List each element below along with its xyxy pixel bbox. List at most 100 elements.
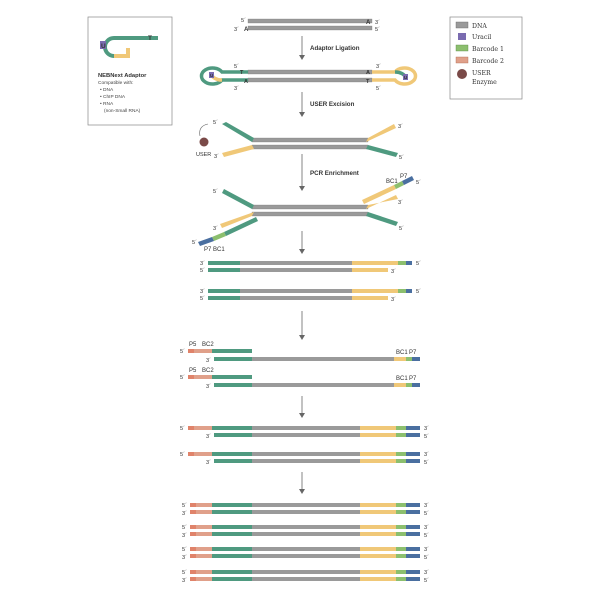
final-duplex — [190, 525, 420, 536]
end-label: 5´ — [180, 349, 185, 355]
end-label: 5´ — [182, 547, 187, 553]
end-label: 5´ — [180, 426, 185, 432]
end-label: 3´ — [213, 226, 218, 232]
bc1-label: BC1 — [396, 376, 408, 382]
legend-swatch-dna — [455, 21, 469, 29]
end-label: 3´ — [424, 426, 429, 432]
end-label: 3´ — [182, 533, 187, 539]
p5-label: P5 — [189, 342, 197, 348]
end-label: 5´ — [180, 375, 185, 381]
u-base: U — [210, 73, 213, 78]
t-base: T — [240, 70, 244, 76]
uracil-letter: U — [101, 43, 106, 50]
end-label: 3´ — [214, 154, 219, 160]
pcr-products-round-1: 3´ 5´ 5´ 3´ 3´ 5´ 5´ 3´ — [200, 261, 421, 303]
duplex — [208, 289, 412, 300]
pcr-products-round-2: 5´ 3´ 3´ 5´ 5´ 3´ 3´ 5´ — [180, 426, 429, 466]
bc2-label: BC2 — [202, 342, 214, 348]
final-library: 5´ 3´ 3´ 5´ 5´ 3´ 3´ 5´ 5´ 3´ — [182, 503, 429, 584]
uracil-icon — [100, 41, 106, 49]
end-label: 5´ — [424, 533, 429, 539]
primer-left — [198, 217, 258, 246]
inset-item-rna: • RNA — [100, 101, 114, 107]
inset-border — [87, 16, 173, 126]
end-label: 5´ — [424, 555, 429, 561]
end-label: 3´ — [182, 555, 187, 561]
end-label: 3´ — [206, 358, 211, 364]
excised-fragment: 5´ 3´ 3´ 5´ USER — [196, 120, 404, 161]
end-label: 5´ — [241, 18, 246, 24]
duplex — [208, 261, 412, 272]
final-duplex — [190, 570, 420, 581]
end-label: 3´ — [182, 511, 187, 517]
p7-label: P7 — [409, 350, 417, 356]
end-label: 5´ — [182, 570, 187, 576]
final-duplex — [190, 503, 420, 514]
end-label: 5´ — [424, 511, 429, 517]
end-label: 3´ — [234, 27, 239, 33]
hairpin-adaptor-icon — [100, 36, 158, 58]
legend-label-enzyme-1: USER — [472, 70, 491, 77]
legend-swatch-uracil — [458, 33, 466, 40]
end-label: 5´ — [399, 226, 404, 232]
a-tail-top: A — [366, 20, 371, 26]
end-label: 3´ — [206, 434, 211, 440]
end-label: 3´ — [424, 503, 429, 509]
p5-label: P5 — [189, 368, 197, 374]
bc1-label: BC1 — [386, 179, 398, 185]
end-label: 3´ — [424, 525, 429, 531]
end-label: 3´ — [206, 384, 211, 390]
end-label: 3´ — [398, 200, 403, 206]
bc1-label: BC1 — [396, 350, 408, 356]
legend-swatch-barcode2 — [455, 56, 469, 64]
adaptor-inset: U T NEBNext Adaptor Compatible with: • D… — [87, 16, 173, 126]
pcr-round-2-priming: P5 BC2 BC1 P7 5´ 3´ P5 BC2 BC1 P7 5´ 3´ — [180, 342, 420, 390]
legend-swatch-barcode1 — [455, 44, 469, 52]
end-label: 5´ — [234, 64, 239, 70]
user-enzyme-label: USER — [196, 152, 211, 158]
end-label: 5´ — [200, 296, 205, 302]
end-label: 5´ — [192, 240, 197, 246]
t-base: T — [366, 79, 370, 85]
pcr-primer-annealing: BC1 P7 5´ 5´ 3´ 3´ 5´ 5´ P7 BC1 — [192, 174, 421, 253]
end-label: 5´ — [416, 180, 421, 186]
bc2-label: BC2 — [202, 368, 214, 374]
end-label: 3´ — [398, 124, 403, 130]
a-base: A — [366, 70, 370, 76]
p7-label: P7 — [409, 376, 417, 382]
end-label: 3´ — [391, 297, 396, 303]
p7-label: P7 — [400, 174, 408, 180]
u-base: U — [404, 75, 407, 80]
duplex — [188, 375, 420, 387]
legend-label-enzyme-2: Enzyme — [472, 79, 497, 86]
user-enzyme-icon — [199, 137, 209, 147]
legend-border — [449, 16, 523, 100]
a-tail-bottom: A — [244, 27, 249, 33]
end-label: 3´ — [206, 460, 211, 466]
end-label: 3´ — [376, 64, 381, 70]
end-label: 5´ — [424, 578, 429, 584]
end-label: 5´ — [200, 268, 205, 274]
duplex — [188, 349, 420, 361]
end-label: 5´ — [375, 27, 380, 33]
end-label: 5´ — [376, 86, 381, 92]
input-dna-fragment: A A 5´ 3´ 3´ 5´ — [234, 18, 380, 33]
end-label: 3´ — [200, 261, 205, 267]
inset-title: NEBNext Adaptor — [98, 73, 147, 79]
end-label: 3´ — [424, 547, 429, 553]
end-label: 3´ — [424, 452, 429, 458]
legend-label-uracil: Uracil — [472, 34, 491, 41]
inset-subtitle: Compatible with: — [98, 80, 133, 86]
end-label: 5´ — [213, 189, 218, 195]
end-label: 5´ — [424, 460, 429, 466]
legend-label-barcode1: Barcode 1 — [472, 46, 504, 53]
duplex — [188, 426, 420, 437]
primer-right — [362, 176, 414, 204]
legend-enzyme-icon — [457, 69, 467, 79]
bc1-label: BC1 — [213, 247, 225, 253]
end-label: 3´ — [182, 578, 187, 584]
step-arrow — [299, 311, 305, 340]
end-label: 5´ — [182, 503, 187, 509]
step-arrow — [299, 472, 305, 494]
step-label-pcr: PCR Enrichment — [310, 170, 359, 177]
